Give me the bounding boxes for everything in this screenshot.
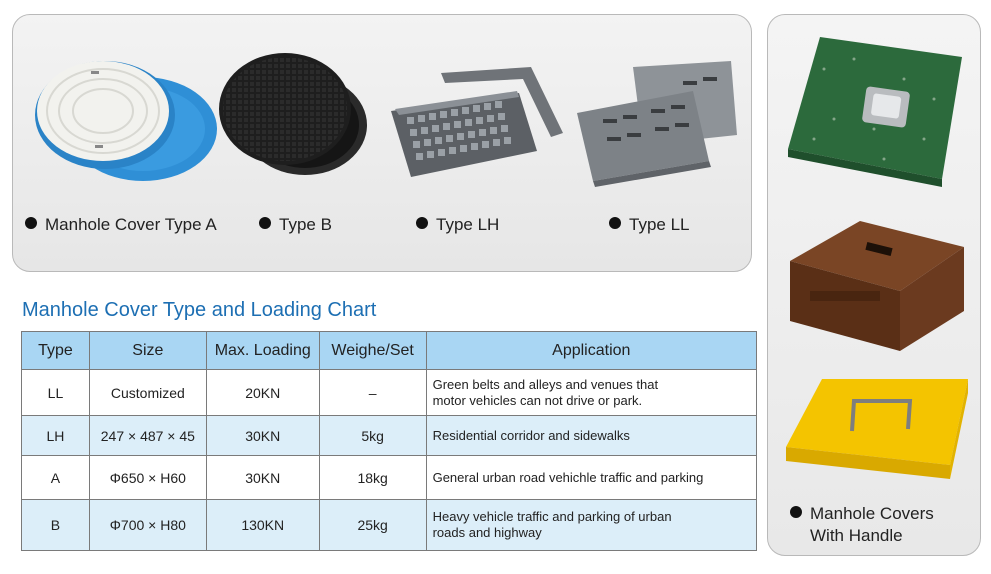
header-weight: Weighe/Set (318, 331, 427, 370)
cell-type: A (21, 455, 90, 500)
cell-weight: – (318, 369, 427, 416)
caption-line-2: With Handle (810, 526, 903, 545)
green-handle-cover-image (788, 37, 962, 187)
caption-label: Type LH (436, 215, 500, 234)
manhole-cover-type-lh-image (391, 67, 563, 177)
application-line: Heavy vehicle traffic and parking of urb… (432, 509, 672, 524)
bullet-icon (25, 217, 37, 229)
cell-application: General urban road vehichle traffic and … (425, 455, 758, 500)
cell-weight: 18kg (318, 455, 427, 500)
cell-type: LH (21, 415, 90, 456)
application-line: roads and highway (432, 525, 542, 540)
bullet-icon (790, 506, 802, 518)
chart-title: Manhole Cover Type and Loading Chart (22, 299, 377, 321)
caption-label: Type B (279, 215, 332, 234)
cell-loading: 130KN (205, 499, 320, 551)
cell-type: B (21, 499, 90, 551)
cell-size: Φ700 × H80 (88, 499, 207, 551)
caption-label: Manhole Cover Type A (45, 215, 217, 234)
type-lh-caption: Type LH (416, 215, 499, 235)
header-size: Size (88, 331, 207, 370)
cell-loading: 20KN (205, 369, 320, 416)
table-row: LH 247 × 487 × 45 30KN 5kg Residential c… (21, 415, 758, 456)
loading-chart-table: Type Size Max. Loading Weighe/Set Applic… (21, 331, 758, 551)
cell-weight: 5kg (318, 415, 427, 456)
cell-loading: 30KN (205, 415, 320, 456)
header-type: Type (21, 331, 90, 370)
bullet-icon (416, 217, 428, 229)
manhole-cover-type-ll-image (577, 61, 737, 187)
cell-application: Residential corridor and sidewalks (425, 415, 758, 456)
cell-application: Heavy vehicle traffic and parking of urb… (425, 499, 758, 551)
header-application: Application (425, 331, 758, 370)
cell-size: Customized (88, 369, 207, 416)
brown-handle-cover-image (790, 221, 964, 351)
application-line: Green belts and alleys and venues that (432, 376, 659, 392)
manhole-cover-type-b-image (219, 53, 367, 175)
caption-line-1: Manhole Covers (810, 504, 934, 523)
table-row: LL Customized 20KN – Green belts and all… (21, 369, 758, 416)
type-ll-caption: Type LL (609, 215, 690, 235)
caption-label: Type LL (629, 215, 690, 234)
cell-type: LL (21, 369, 90, 416)
handle-covers-panel: Manhole Covers With Handle (767, 14, 981, 556)
application-line: General urban road vehichle traffic and … (432, 469, 704, 485)
bullet-icon (609, 217, 621, 229)
product-panel: Manhole Cover Type A Type B Type LH Type… (12, 14, 752, 272)
table-header-row: Type Size Max. Loading Weighe/Set Applic… (21, 331, 758, 370)
table-row: B Φ700 × H80 130KN 25kg Heavy vehicle tr… (21, 499, 758, 551)
table-row: A Φ650 × H60 30KN 18kg General urban roa… (21, 455, 758, 500)
application-line: Residential corridor and sidewalks (432, 427, 630, 443)
cell-weight: 25kg (318, 499, 427, 551)
cell-size: 247 × 487 × 45 (88, 415, 207, 456)
application-line: motor vehicles can not drive or park. (432, 392, 643, 408)
handle-covers-caption: Manhole Covers With Handle (790, 503, 934, 547)
type-b-caption: Type B (259, 215, 332, 235)
header-max-loading: Max. Loading (205, 331, 320, 370)
cell-size: Φ650 × H60 (88, 455, 207, 500)
type-a-caption: Manhole Cover Type A (25, 215, 217, 235)
yellow-handle-cover-image (786, 379, 968, 479)
manhole-cover-type-a-image (35, 61, 217, 181)
cell-loading: 30KN (205, 455, 320, 500)
bullet-icon (259, 217, 271, 229)
